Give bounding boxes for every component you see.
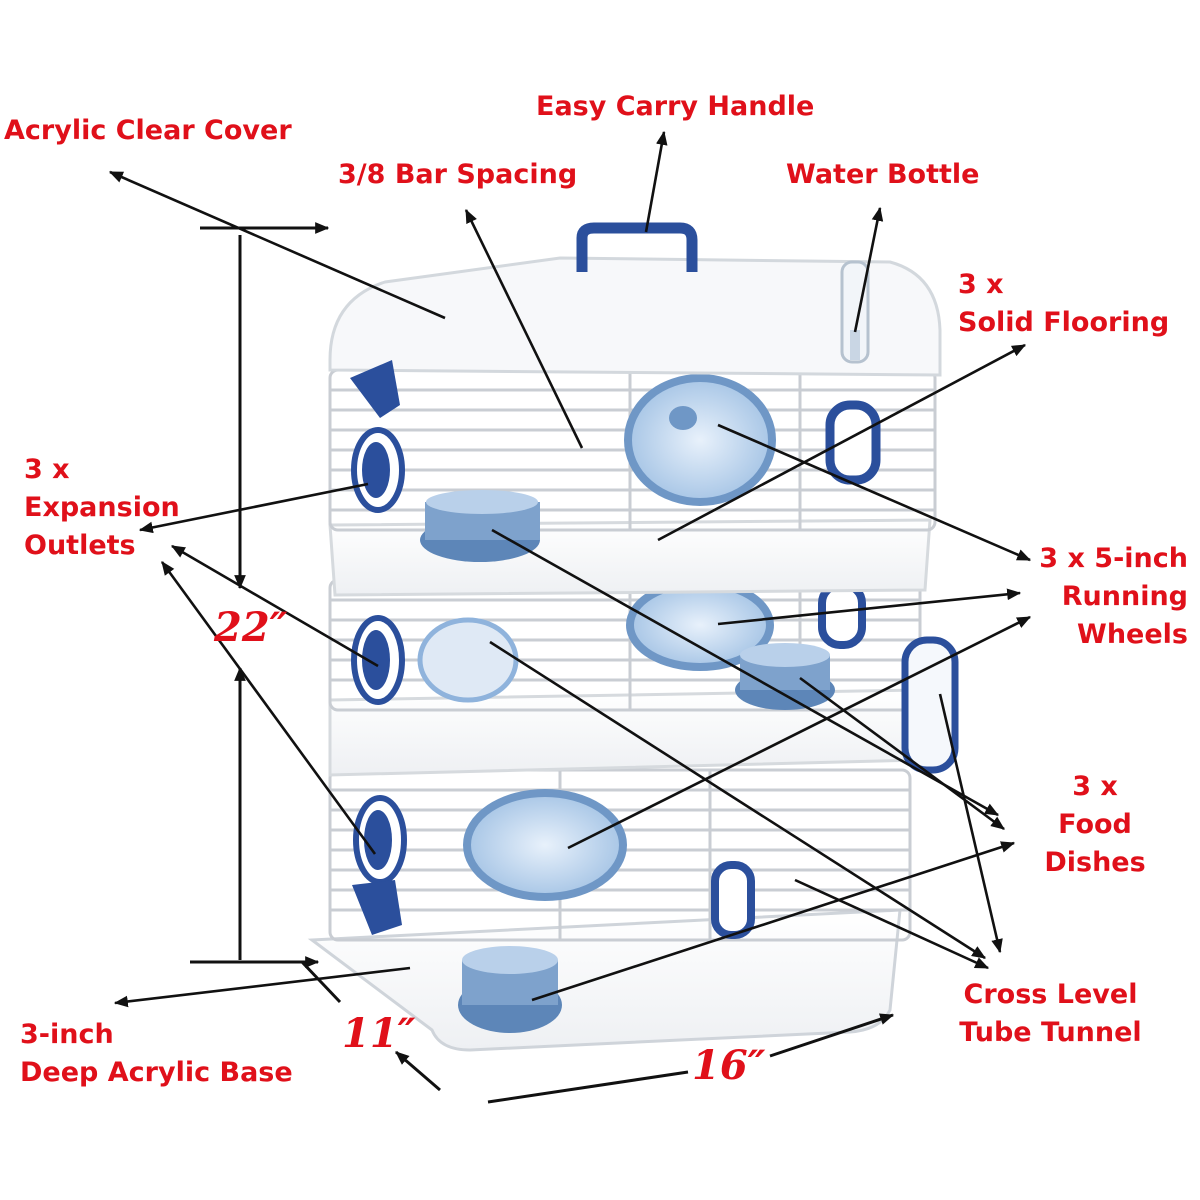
label-acrylic-base: 3-inch Deep Acrylic Base (20, 1019, 293, 1088)
running-wheel-1 (624, 374, 776, 506)
label-expansion-outlets: 3 x Expansion Outlets (24, 454, 180, 561)
tube-level-2-inner (417, 617, 519, 703)
callout-arrows (108, 130, 1032, 1008)
food-dish-1 (420, 490, 540, 562)
tube-level-2 (818, 581, 866, 649)
label-food-dishes: 3 x Food Dishes (1044, 771, 1146, 878)
label-solid-flooring: 3 x Solid Flooring (958, 269, 1170, 338)
dimension-depth: 11″ (342, 1010, 416, 1057)
label-easy-carry-handle: Easy Carry Handle (536, 91, 815, 122)
cage-illustration (307, 222, 959, 1052)
expansion-outlets (350, 360, 407, 935)
dimension-height: 22″ (214, 604, 288, 651)
carry-handle (576, 222, 698, 272)
dimension-width: 16″ (692, 1042, 766, 1089)
label-bar-spacing: 3/8 Bar Spacing (338, 159, 578, 190)
label-tube-tunnel: Cross Level Tube Tunnel (959, 979, 1142, 1048)
running-wheel-3 (463, 789, 627, 901)
label-running-wheels: 3 x 5-inch Running Wheels (1039, 543, 1188, 650)
label-water-bottle: Water Bottle (786, 159, 980, 190)
water-bottle (840, 260, 870, 364)
acrylic-cover (328, 256, 942, 377)
dimension-lines (190, 222, 895, 1104)
food-dish-bottom (458, 946, 562, 1033)
label-acrylic-clear-cover: Acrylic Clear Cover (4, 115, 292, 146)
tube-level-3 (711, 861, 755, 939)
tube-level-1 (825, 400, 881, 485)
